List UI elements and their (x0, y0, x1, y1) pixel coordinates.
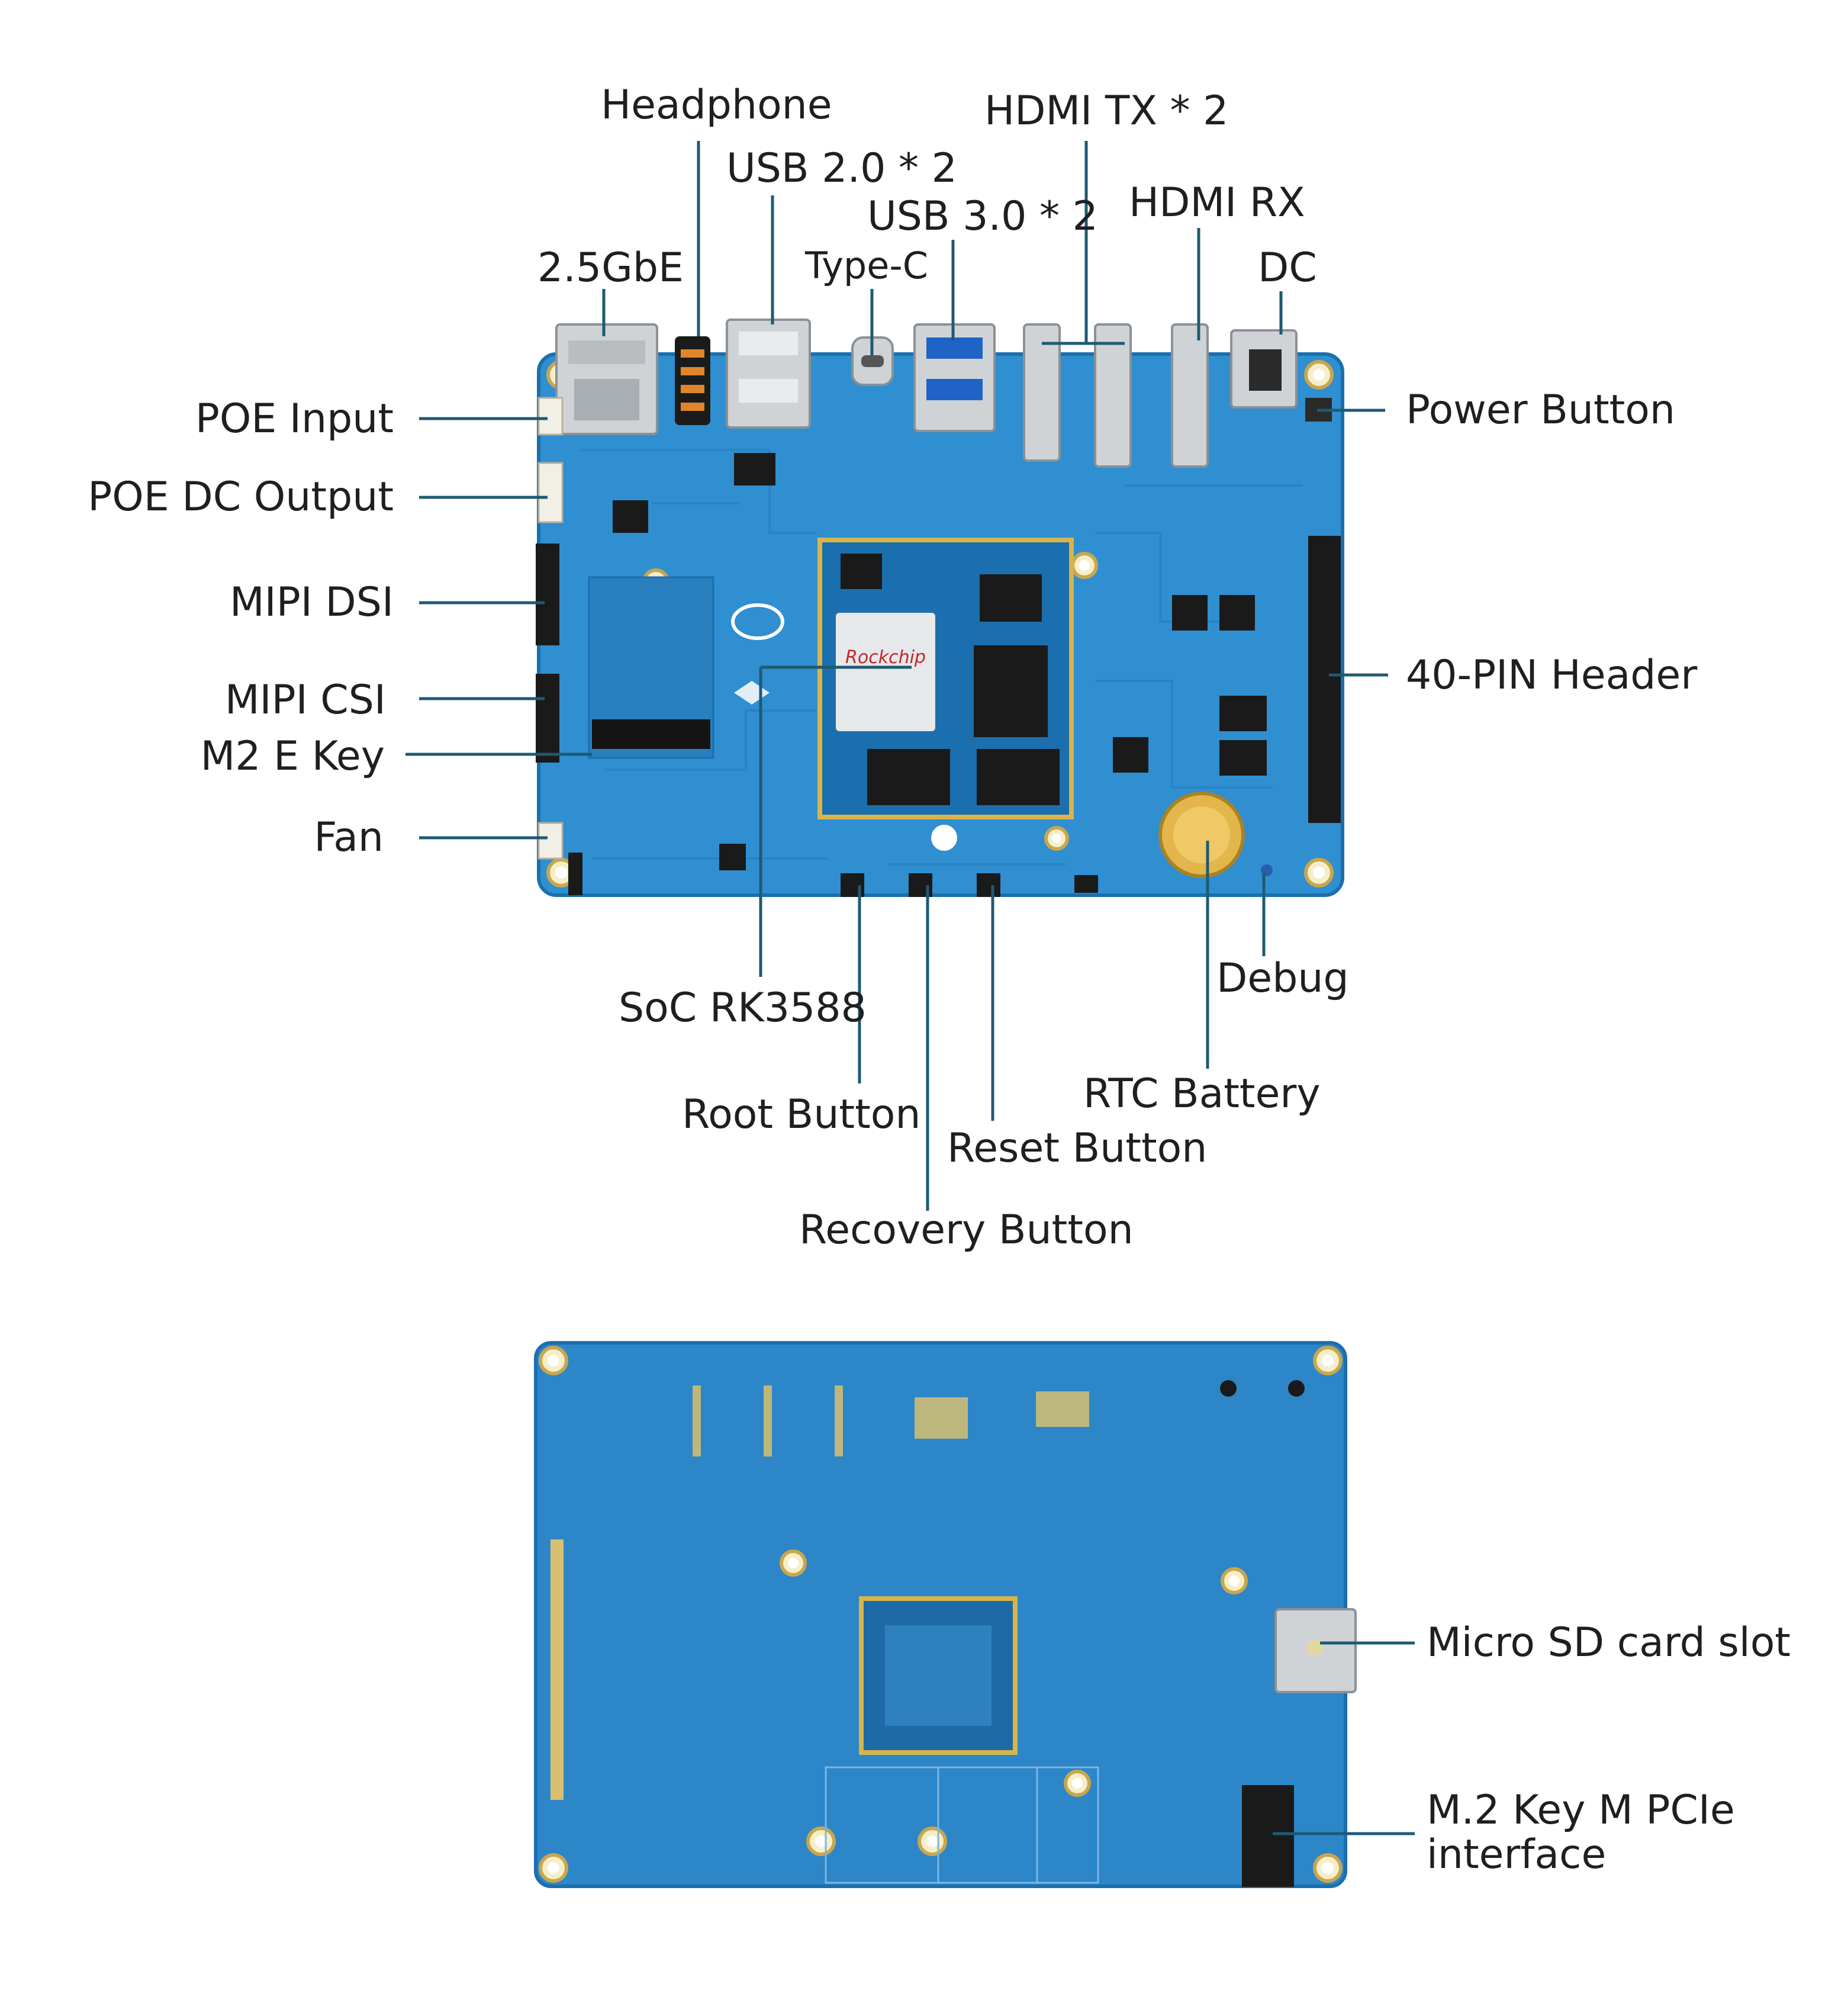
type-c-port (851, 336, 894, 386)
label-typec: Type-C (804, 244, 928, 287)
label-m2-key-m-line2: interface (1427, 1831, 1606, 1878)
label-mipi-csi: MIPI CSI (225, 677, 386, 724)
label-rtc-battery: RTC Battery (1083, 1070, 1321, 1117)
bottom-board-photo (534, 1341, 1357, 1888)
pin-header-40 (1308, 536, 1341, 823)
label-debug: Debug (1216, 955, 1349, 1002)
mipi-csi-connector (536, 674, 559, 763)
poe-dc-output-connector (537, 462, 564, 523)
top-labels: Headphone HDMI TX * 2 USB 2.0 * 2 USB 3.… (88, 82, 1697, 1253)
label-reset-button: Reset Button (947, 1125, 1207, 1172)
hdmi-rx-port (1171, 323, 1209, 468)
label-recovery-button: Recovery Button (799, 1207, 1134, 1253)
label-power-button: Power Button (1406, 387, 1675, 433)
usb3-ports (913, 323, 996, 432)
label-usb20: USB 2.0 * 2 (726, 145, 957, 192)
dc-jack (1230, 329, 1298, 409)
mipi-dsi-connector (536, 544, 559, 645)
headphone-jack (675, 336, 710, 425)
top-board-photo: Rockchip (536, 319, 1344, 897)
label-dc: DC (1258, 245, 1317, 291)
label-40-pin-header: 40-PIN Header (1406, 652, 1697, 699)
som-module: Rockchip (817, 538, 1074, 819)
hdmi-tx-ports (1023, 323, 1132, 468)
poe-input-connector (537, 397, 564, 436)
bottom-labels: Micro SD card slot M.2 Key M PCIe interf… (1427, 1619, 1791, 1878)
label-fan: Fan (314, 814, 384, 861)
label-m2-e-key: M2 E Key (201, 733, 385, 780)
label-headphone: Headphone (601, 82, 832, 128)
rtc-battery (1158, 792, 1245, 878)
label-m2-key-m-line1: M.2 Key M PCIe (1427, 1787, 1735, 1834)
top-leader-lines (405, 141, 1388, 1211)
m2-key-m-slot (1242, 1785, 1294, 1887)
svg-text:Rockchip: Rockchip (845, 647, 926, 668)
bottom-leader-lines (1273, 1641, 1415, 1835)
label-hdmi-rx: HDMI RX (1129, 179, 1305, 226)
label-soc: SoC RK3588 (619, 985, 867, 1031)
label-gbe: 2.5GbE (537, 245, 684, 291)
label-poe-dc-output: POE DC Output (88, 474, 394, 520)
soc-chip (836, 613, 935, 731)
ethernet-port (555, 323, 658, 435)
label-mipi-dsi: MIPI DSI (230, 579, 394, 626)
fan-connector (537, 822, 564, 860)
usb2-ports (726, 319, 811, 429)
label-micro-sd: Micro SD card slot (1427, 1619, 1791, 1666)
m2-e-key-slot (588, 576, 714, 759)
label-hdmi-tx: HDMI TX * 2 (984, 88, 1228, 134)
label-root-button: Root Button (682, 1091, 920, 1138)
label-poe-input: POE Input (195, 396, 394, 442)
micro-sd-slot (1274, 1608, 1357, 1693)
label-usb30: USB 3.0 * 2 (867, 193, 1098, 240)
